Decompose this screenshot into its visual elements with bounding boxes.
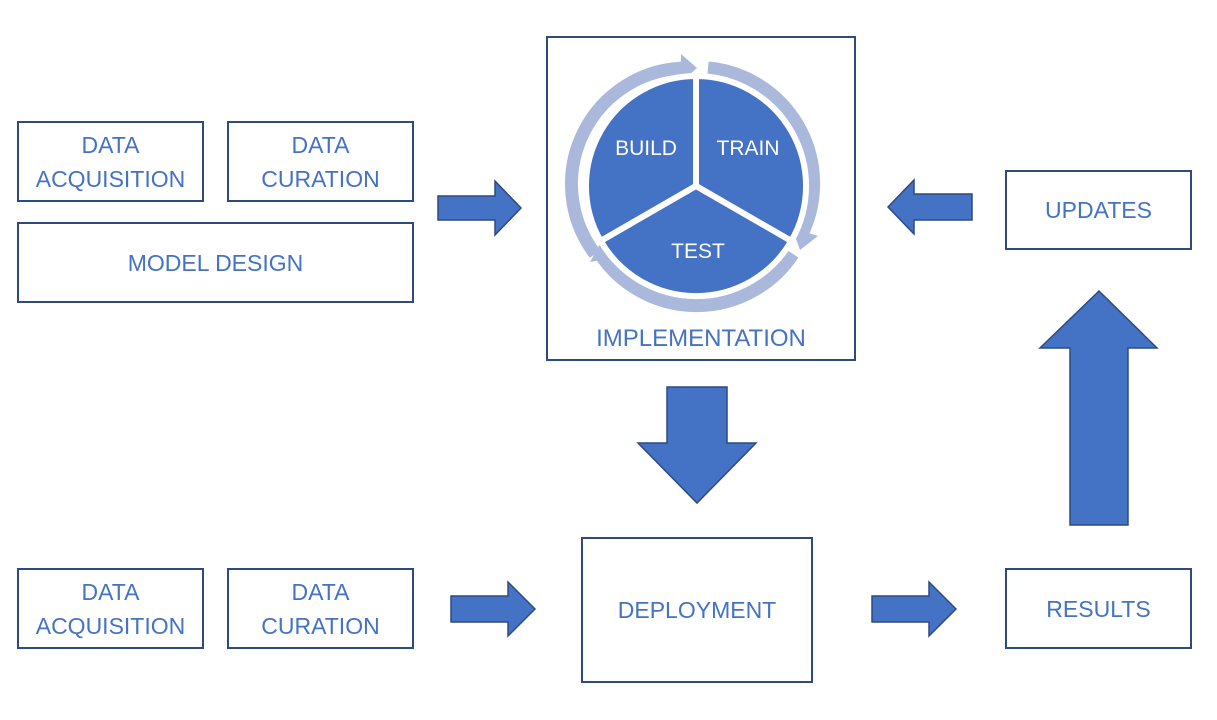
data-acquisition-box-top: DATA ACQUISITION	[17, 121, 204, 202]
ring-arrowhead-icon	[590, 244, 612, 262]
updates-label: UPDATES	[1045, 197, 1152, 223]
data-acquisition-label: DATA ACQUISITION	[35, 131, 186, 192]
data-acquisition-box-bottom: DATA ACQUISITION	[17, 568, 204, 649]
results-label: RESULTS	[1046, 595, 1151, 622]
data-curation-box-bottom: DATA CURATION	[227, 568, 414, 649]
updates-box: UPDATES	[1005, 170, 1192, 250]
results-box: RESULTS	[1005, 568, 1192, 649]
arrow-down-icon	[636, 386, 758, 505]
arrow-right-icon	[437, 179, 523, 237]
arrow-right-icon	[871, 580, 958, 638]
data-acquisition-label: DATA ACQUISITION	[35, 578, 186, 639]
arrow-up-icon	[1038, 289, 1159, 526]
cycle-ring	[565, 54, 821, 313]
model-design-label: MODEL DESIGN	[127, 249, 304, 276]
data-curation-box-top: DATA CURATION	[227, 121, 414, 202]
model-design-box: MODEL DESIGN	[17, 222, 414, 303]
cycle-test-label: TEST	[671, 240, 725, 263]
deployment-box: DEPLOYMENT	[581, 537, 813, 683]
test-segment	[597, 183, 795, 299]
implementation-label: IMPLEMENTATION	[596, 325, 806, 352]
cycle-train-label: TRAIN	[717, 137, 780, 160]
cycle-build-label: BUILD	[615, 137, 677, 160]
data-curation-label: DATA CURATION	[261, 131, 380, 192]
deployment-label: DEPLOYMENT	[617, 597, 777, 623]
data-curation-label: DATA CURATION	[261, 578, 380, 639]
arrow-left-icon	[886, 178, 973, 236]
cycle-pie: BUILD TRAIN TEST	[582, 73, 810, 299]
arrow-right-icon	[450, 580, 537, 638]
